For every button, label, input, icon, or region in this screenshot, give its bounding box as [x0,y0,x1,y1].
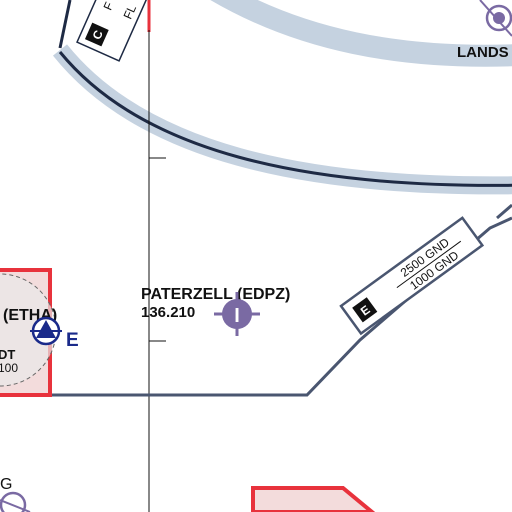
class-e-limit-divider [396,240,462,289]
class-c-label-box: C F FL [76,0,149,62]
etha-airspace-class: E [66,330,79,351]
landshut-airfield-icon[interactable] [479,0,512,37]
class-e-label-box: E 2500 GND 1000 GND [339,216,485,336]
landshut-name-partial: LANDS [457,44,509,61]
class-c-border [58,51,512,187]
glider-airfield-symbol-text: I [234,305,240,327]
military-airfield-icon[interactable] [30,316,62,346]
class-e-border [0,216,512,397]
glider-airfield-icon[interactable]: I [214,292,260,336]
restricted-area-bottom [251,486,376,512]
class-c-airspace [52,0,512,195]
bottom-left-airfield-icon[interactable] [0,491,31,512]
paterzell-frequency: 136.210 [141,304,195,321]
bottom-left-partial-label: G [0,476,12,493]
paterzell-name: PATERZELL (EDPZ) [141,286,290,303]
etha-partial-label-2: 100 [0,361,18,375]
etha-partial-label-1: DT [0,347,15,362]
class-c-lower-limit-partial: FL [121,2,140,21]
class-c-inner-border [58,0,72,49]
class-c-outer-band [52,44,512,195]
class-e-border-stub [496,203,512,220]
class-c-inner-band [210,0,512,67]
